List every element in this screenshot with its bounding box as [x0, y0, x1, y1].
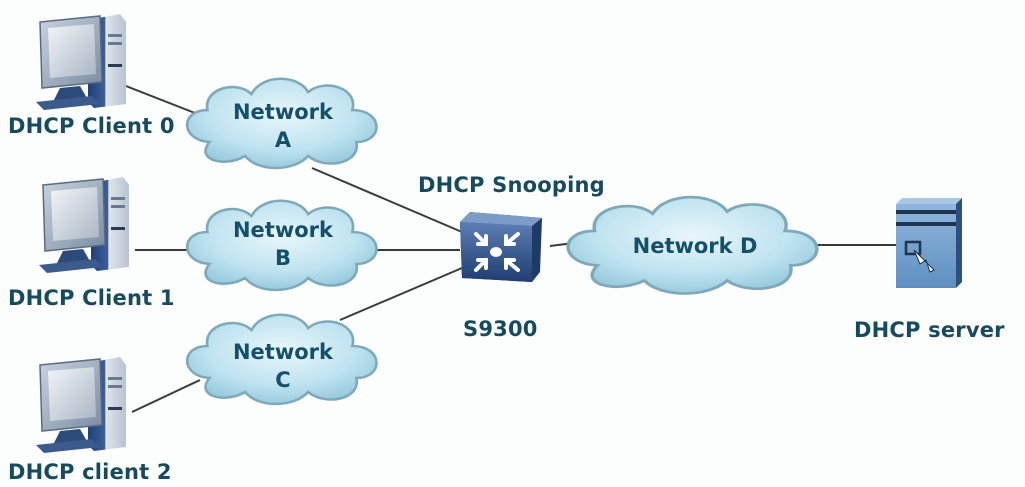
server-icon: [896, 198, 962, 288]
link-netC-switch: [339, 267, 463, 321]
network-c-label: Network C: [223, 338, 343, 394]
switch-model-label: S9300: [463, 317, 538, 341]
client2-label: DHCP client 2: [8, 460, 172, 484]
client0-computer-icon: [35, 13, 127, 111]
network-b-label-line1: Network: [232, 218, 333, 242]
link-client2-netC: [131, 379, 201, 413]
switch-feature-label: DHCP Snooping: [418, 173, 605, 197]
network-a-label: Network A: [223, 98, 343, 154]
client1-computer-icon: [38, 176, 130, 274]
network-a-label-line2: A: [274, 128, 292, 152]
network-b-label-line2: B: [274, 246, 291, 270]
network-d-label-line1: Network D: [632, 234, 758, 258]
layer3-switch-icon: [460, 212, 542, 282]
network-b-label: Network B: [223, 216, 343, 272]
link-client0-netA: [125, 85, 201, 116]
network-c-label-line2: C: [275, 368, 291, 392]
client0-label: DHCP Client 0: [8, 114, 175, 138]
network-a-label-line1: Network: [232, 100, 333, 124]
links: [125, 85, 897, 413]
server-label: DHCP server: [854, 318, 1005, 342]
client1-label: DHCP Client 1: [8, 286, 175, 310]
network-d-label: Network D: [610, 232, 780, 260]
network-c-label-line1: Network: [232, 340, 333, 364]
client2-computer-icon: [35, 356, 127, 454]
link-netA-switch: [311, 167, 463, 233]
